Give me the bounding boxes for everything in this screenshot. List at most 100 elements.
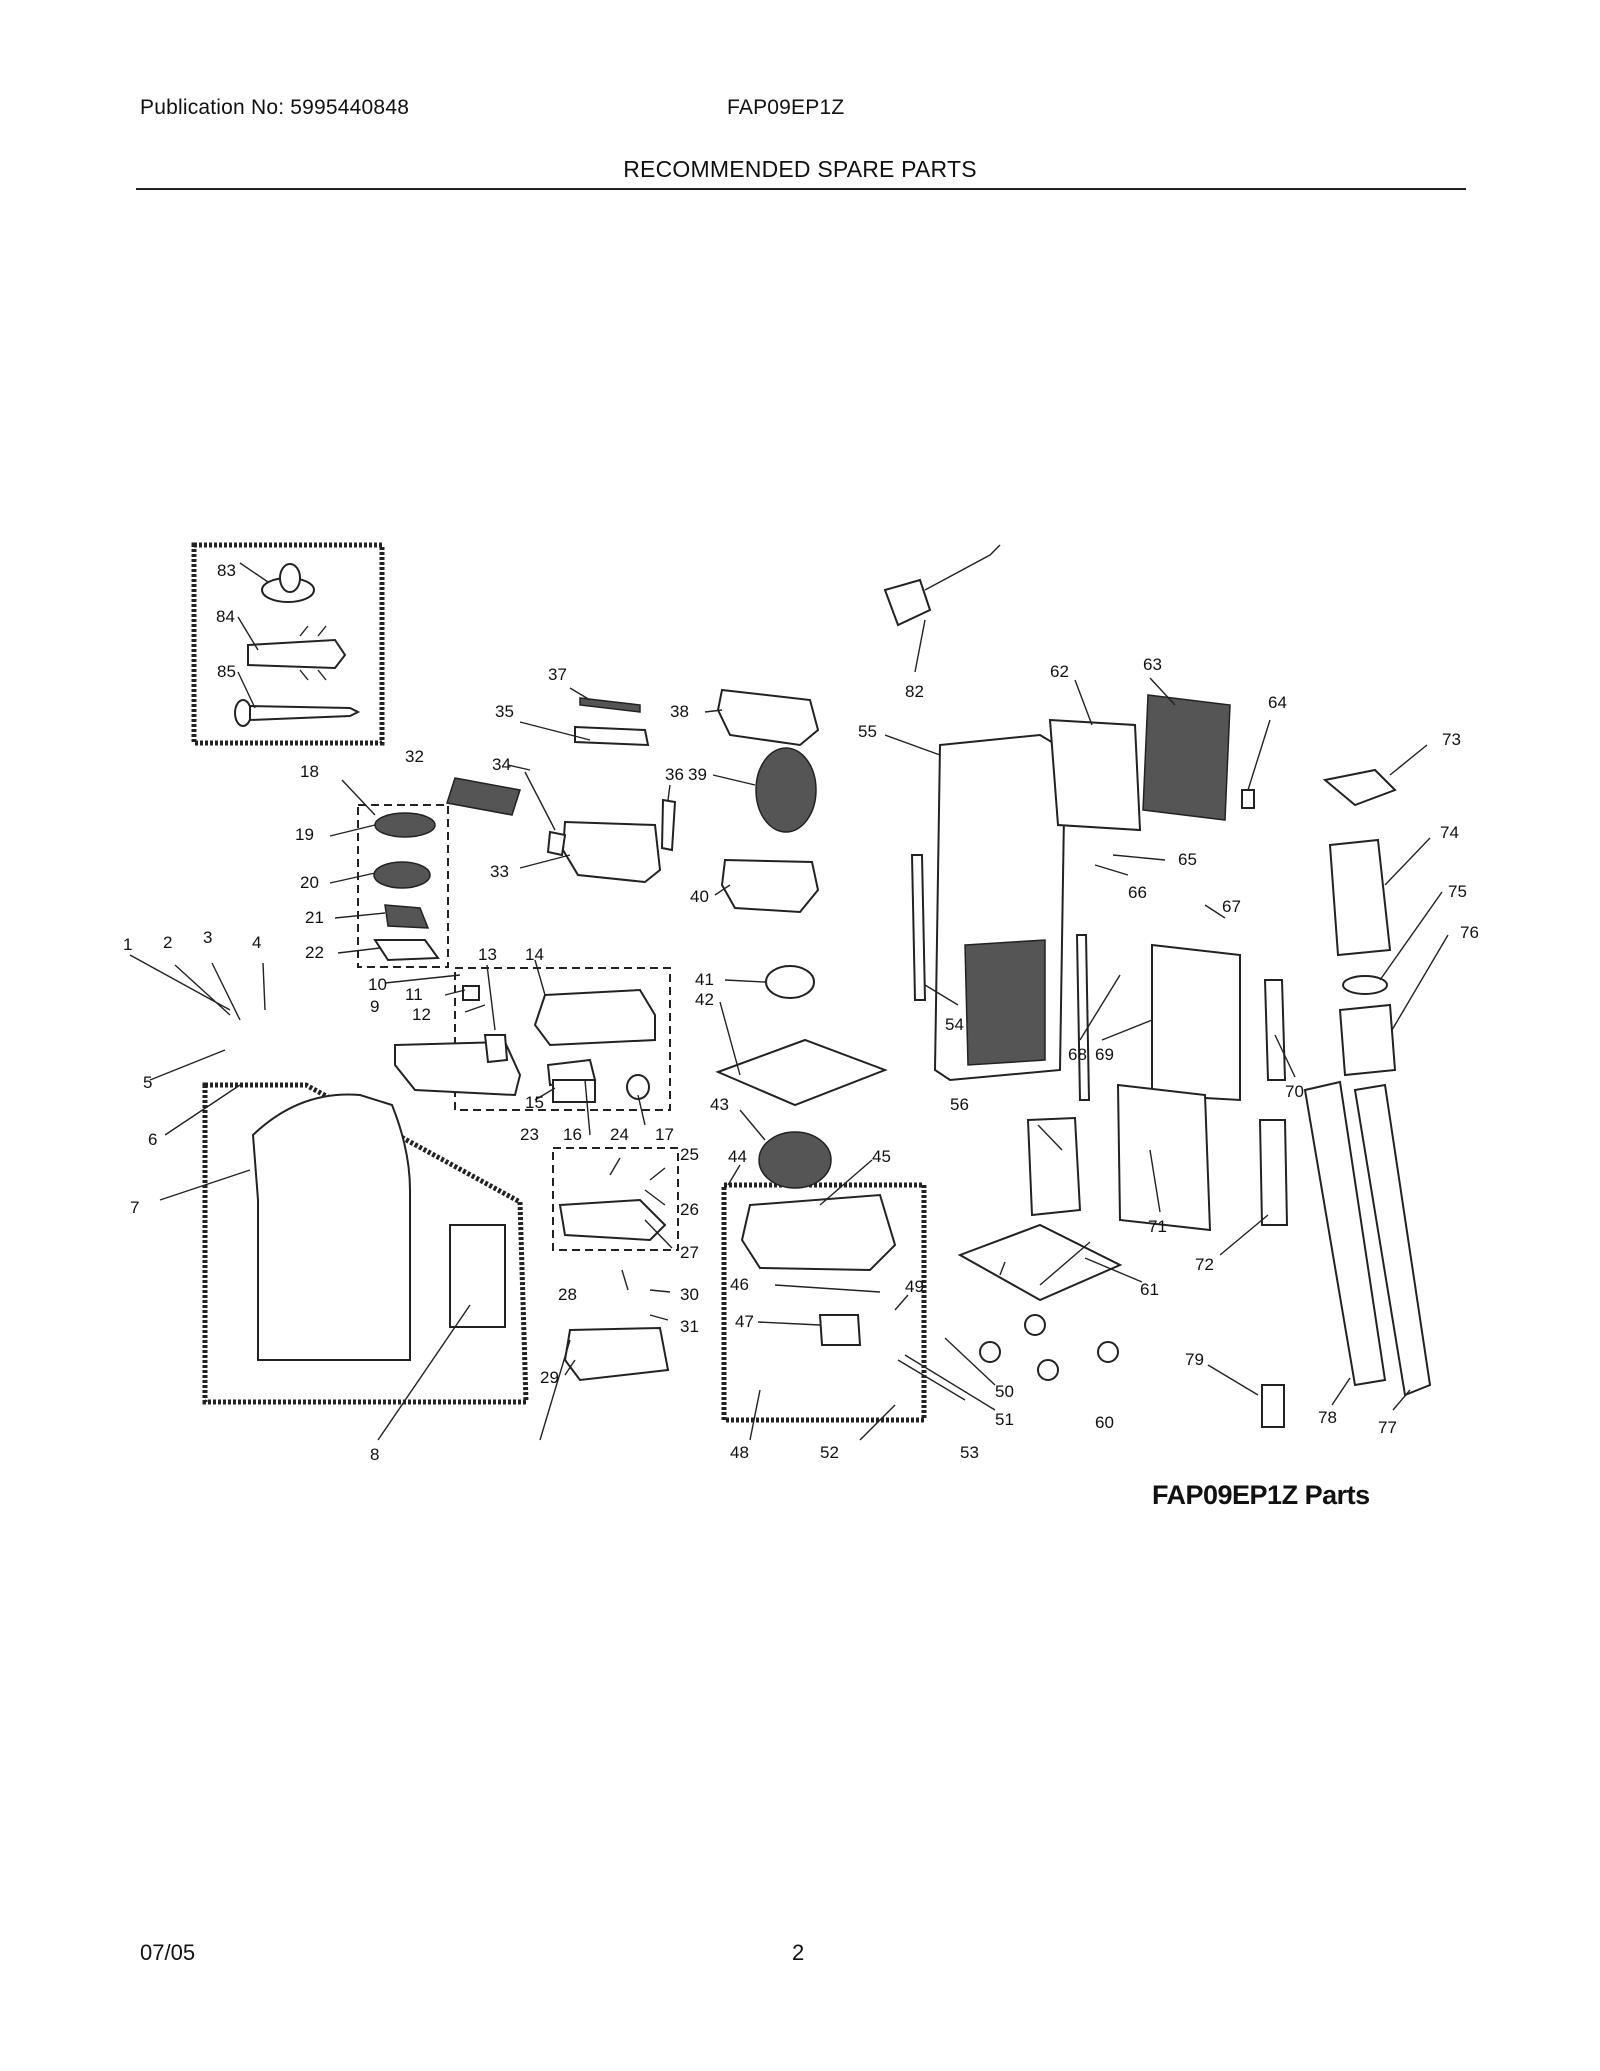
- callout-41: 41: [695, 970, 714, 989]
- motor-part-41: [765, 965, 815, 999]
- publication-number: Publication No: 5995440848: [140, 96, 410, 119]
- callout-56: 56: [950, 1095, 969, 1114]
- callout-21: 21: [305, 908, 324, 927]
- group-box-grilles: [357, 804, 449, 968]
- caster-part-60d: [1097, 1341, 1119, 1363]
- grille-part-19: [374, 812, 436, 838]
- callout-9: 9: [370, 997, 379, 1016]
- caster-part-60c: [1037, 1359, 1059, 1381]
- wheel-part-43: [758, 1131, 832, 1189]
- plate-part-72: [1258, 1119, 1289, 1226]
- callout-3: 3: [203, 928, 212, 947]
- callout-24: 24: [610, 1125, 629, 1144]
- power-plug-part-82: [883, 578, 932, 627]
- group-box-base: [721, 1182, 927, 1423]
- motor-part-17: [626, 1074, 650, 1100]
- callout-27: 27: [680, 1243, 699, 1262]
- callout-32: 32: [405, 747, 424, 766]
- header-rule: [136, 188, 1466, 190]
- window-kit-part-77: [1353, 1083, 1432, 1397]
- sensor-part-11: [462, 985, 480, 1001]
- filter-frame-part-62: [1048, 718, 1142, 832]
- page-title: RECOMMENDED SPARE PARTS: [623, 156, 977, 182]
- strip-part-54: [910, 854, 927, 1001]
- callout-48: 48: [730, 1443, 749, 1462]
- compressor-part-56: [1026, 1116, 1082, 1217]
- callout-85: 85: [217, 662, 236, 681]
- callout-46: 46: [730, 1275, 749, 1294]
- wheel-part-39: [755, 747, 817, 833]
- callout-31: 31: [680, 1317, 699, 1336]
- clip-part-64: [1241, 789, 1255, 809]
- callout-44: 44: [728, 1147, 747, 1166]
- callout-53: 53: [960, 1443, 979, 1462]
- callout-8: 8: [370, 1445, 379, 1464]
- callout-76: 76: [1460, 923, 1479, 942]
- callout-13: 13: [478, 945, 497, 964]
- callout-68: 68: [1068, 1045, 1087, 1064]
- callout-12: 12: [412, 1005, 431, 1024]
- scroll-part-38: [716, 688, 820, 747]
- plate-part-70: [1263, 979, 1287, 1081]
- rear-grille-part-55: [964, 939, 1046, 1066]
- window-adapter-part-73: [1322, 768, 1397, 807]
- callout-29: 29: [540, 1368, 559, 1387]
- callout-62: 62: [1050, 662, 1069, 681]
- callout-30: 30: [680, 1285, 699, 1304]
- filter-part-21: [384, 904, 430, 929]
- scroll-part-40: [720, 858, 820, 914]
- screw-part: [234, 699, 361, 727]
- strip-part-54b: [1075, 934, 1091, 1101]
- leader-lines: [129, 562, 1449, 1441]
- callout-61: 61: [1140, 1280, 1159, 1299]
- caster-part-60a: [979, 1341, 1001, 1363]
- callout-22: 22: [305, 943, 324, 962]
- callout-51: 51: [995, 1410, 1014, 1429]
- window-kit-part-78: [1303, 1080, 1387, 1387]
- callout-72: 72: [1195, 1255, 1214, 1274]
- callout-70: 70: [1285, 1082, 1304, 1101]
- callout-36: 36: [665, 765, 684, 784]
- clip-part-34: [546, 830, 567, 857]
- coil-part-71: [1116, 1083, 1212, 1232]
- callout-69: 69: [1095, 1045, 1114, 1064]
- callout-45: 45: [872, 1147, 891, 1166]
- panel-part-8: [449, 1224, 506, 1328]
- tube-part-13: [483, 1034, 509, 1064]
- caster-part-60b: [1024, 1314, 1046, 1336]
- strip-part-37: [579, 697, 641, 713]
- group-box-louvers: [454, 967, 671, 1111]
- diagram-caption: FAP09EP1Z Parts: [1152, 1480, 1370, 1510]
- callout-2: 2: [163, 933, 172, 952]
- callout-47: 47: [735, 1312, 754, 1331]
- grille-part-20: [373, 861, 431, 889]
- base-pan-part-61: [957, 1223, 1123, 1302]
- box-part-29: [563, 1326, 670, 1382]
- callout-26: 26: [680, 1200, 699, 1219]
- callout-66: 66: [1128, 883, 1147, 902]
- footer-date: 07/05: [140, 1940, 196, 1965]
- power-cord-part-82: [924, 544, 1001, 591]
- callout-15: 15: [525, 1093, 544, 1112]
- callout-54: 54: [945, 1015, 964, 1034]
- callout-64: 64: [1268, 693, 1287, 712]
- callout-50: 50: [995, 1382, 1014, 1401]
- callout-7: 7: [130, 1198, 139, 1217]
- callout-49: 49: [905, 1277, 924, 1296]
- group-box-hardware: [191, 542, 385, 746]
- wall-anchor-part: [247, 625, 347, 681]
- callout-84: 84: [216, 607, 235, 626]
- callout-78: 78: [1318, 1408, 1337, 1427]
- callout-25: 25: [680, 1145, 699, 1164]
- callout-73: 73: [1442, 730, 1461, 749]
- base-shroud-part-45: [740, 1193, 897, 1272]
- cabinet-part-7: [251, 1093, 411, 1361]
- filter-part-32: [446, 777, 521, 816]
- louver-frame-part-14: [533, 988, 656, 1047]
- callout-20: 20: [300, 873, 319, 892]
- bracket-part-36: [660, 798, 677, 852]
- callout-38: 38: [670, 702, 689, 721]
- board-part-23: [558, 1198, 667, 1242]
- callout-1: 1: [123, 935, 132, 954]
- filter-mesh-part-63: [1142, 694, 1231, 821]
